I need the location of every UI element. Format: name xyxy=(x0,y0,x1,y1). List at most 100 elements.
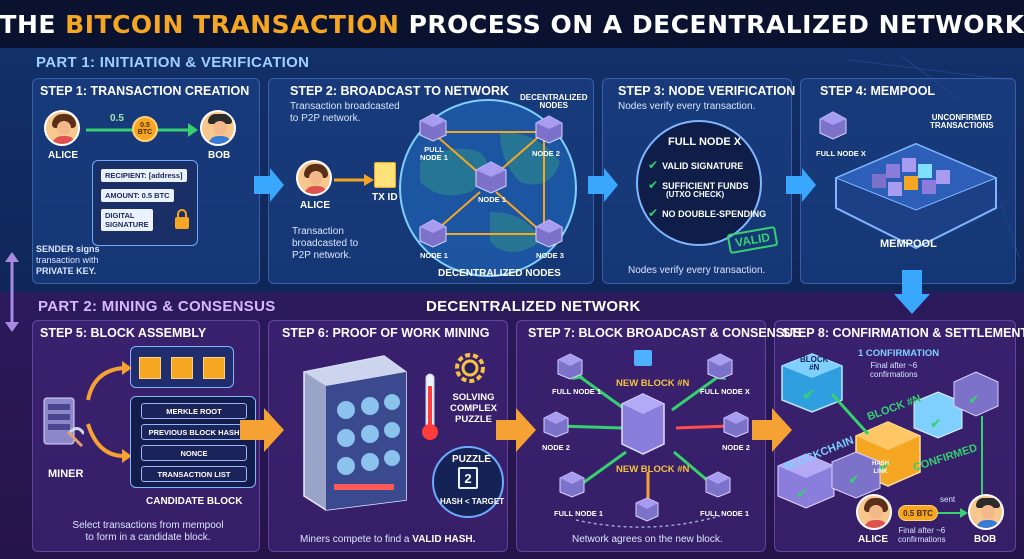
step5-title: STEP 5: BLOCK ASSEMBLY xyxy=(40,326,207,340)
arrow-step3-to-4 xyxy=(786,168,816,202)
arrow-step7-to-8 xyxy=(752,408,792,452)
alice-label: ALICE xyxy=(48,150,78,161)
transaction-list-field: TRANSACTION LIST xyxy=(141,466,247,482)
arrow-step4-to-8 xyxy=(894,270,930,314)
step6-caption: Miners compete to find a VALID HASH. xyxy=(300,534,476,545)
bob-label: BOB xyxy=(208,150,231,161)
alice-avatar xyxy=(44,110,80,146)
full-node1-bl-label: FULL NODE 1 xyxy=(554,509,604,518)
thermometer-icon xyxy=(422,373,438,440)
arrow-step5-to-6 xyxy=(240,408,284,452)
full-node-x-label: FULL NODE X xyxy=(668,136,742,148)
lock-icon xyxy=(175,209,189,229)
miner-server-icon xyxy=(43,397,84,448)
full-node-checklist xyxy=(636,120,762,246)
step3-caption-top: Nodes verify every transaction. xyxy=(618,101,756,112)
tx-document-icon xyxy=(374,162,396,188)
decentralized-nodes-bottom-label: DECENTRALIZED NODES xyxy=(438,268,561,279)
check-no-double-spending: ✔NO DOUBLE-SPENDING xyxy=(648,206,767,220)
hash-target-label: HASH < TARGET xyxy=(440,497,505,506)
new-block-server xyxy=(621,393,665,455)
miner-arrows xyxy=(86,361,132,463)
svg-text:✔: ✔ xyxy=(930,416,942,432)
pull-node-cube xyxy=(419,113,447,142)
step8-title: STEP 8: CONFIRMATION & SETTLEMENT xyxy=(782,326,1024,340)
gear-icon xyxy=(455,353,485,383)
btc-amount-pill: 0.5 BTC xyxy=(898,505,938,521)
full-nodex-cube xyxy=(707,353,733,380)
check-utxo: (UTXO CHECK) xyxy=(666,190,725,199)
new-block-top-label: NEW BLOCK #N xyxy=(616,378,690,389)
svg-text:✔: ✔ xyxy=(968,392,980,408)
mining-rig-icon xyxy=(303,355,407,511)
tx-box-icon xyxy=(171,357,193,379)
full-node1-cube xyxy=(557,353,583,380)
alice-avatar-step8 xyxy=(856,494,892,530)
step3-title: STEP 3: NODE VERIFICATION xyxy=(618,84,796,98)
node2-left-cube xyxy=(543,411,569,438)
selected-transactions xyxy=(130,346,234,388)
center-node-cube xyxy=(475,161,507,194)
bottom-node-cube xyxy=(635,497,659,522)
new-block-bottom-label: NEW BLOCK #N xyxy=(616,464,690,475)
step3-caption-bottom: Nodes verify every transaction. xyxy=(628,265,766,276)
sent-label: sent xyxy=(940,495,956,504)
puzzle-label: PUZZLE xyxy=(452,454,491,465)
node1-cube xyxy=(419,219,447,248)
amount-field: AMOUNT: 0.5 BTC xyxy=(101,189,174,202)
candidate-block-label: CANDIDATE BLOCK xyxy=(146,496,243,507)
full-node1-br-label: FULL NODE 1 xyxy=(700,509,750,518)
step4-full-node-label: FULL NODE X xyxy=(816,149,866,158)
check-valid-signature: ✔VALID SIGNATURE xyxy=(648,158,744,172)
mempool-pool xyxy=(834,142,998,250)
recipient-field: RECIPIENT: [address] xyxy=(101,169,187,182)
new-block-icon xyxy=(634,350,652,366)
svg-text:✔: ✔ xyxy=(796,486,808,502)
puzzle-circle xyxy=(432,446,504,518)
block-n-tag: BLOCK#N xyxy=(800,355,829,372)
miner-label: MINER xyxy=(48,468,84,480)
bob-label-step8: BOB xyxy=(974,534,997,545)
full-node1-br-cube xyxy=(705,471,731,498)
alice-label-step8: ALICE xyxy=(858,534,888,545)
candidate-block: MERKLE ROOT PREVIOUS BLOCK HASH NONCE TR… xyxy=(130,396,256,488)
blockchain-chain: ✔ ✔ ✔ ✔ ✔ ✔ xyxy=(777,353,999,510)
step4-title: STEP 4: MEMPOOL xyxy=(820,84,936,98)
node3-label: NODE 3 xyxy=(536,251,564,260)
center-node-label: NODE 1 xyxy=(478,195,506,204)
node2-right-cube xyxy=(723,411,749,438)
node2-left-label: NODE 2 xyxy=(542,443,570,452)
node1-label: NODE 1 xyxy=(420,251,448,260)
bob-avatar-step8 xyxy=(968,494,1004,530)
puzzle-number: 2 xyxy=(458,467,478,489)
full-node1-bl-cube xyxy=(559,471,585,498)
node2-cube xyxy=(535,115,563,144)
arrow-step2-to-3 xyxy=(588,168,618,202)
send-arrow xyxy=(938,508,968,518)
step6-title: STEP 6: PROOF OF WORK MINING xyxy=(282,326,490,340)
mempool-label: MEMPOOL xyxy=(880,238,937,250)
part-transition-arrow xyxy=(5,252,19,332)
btc-coin-icon: 0.5 BTC xyxy=(132,116,158,142)
node2-right-label: NODE 2 xyxy=(722,443,750,452)
tx-box-icon xyxy=(139,357,161,379)
bob-avatar xyxy=(200,110,236,146)
check-icon: ✔ xyxy=(648,158,659,172)
arrow-step6-to-7 xyxy=(496,408,536,452)
part2-label: PART 2: MINING & CONSENSUS xyxy=(38,298,276,315)
svg-text:✔: ✔ xyxy=(878,457,891,476)
arrow-step1-to-2 xyxy=(254,168,284,202)
merkle-root-field: MERKLE ROOT xyxy=(141,403,247,419)
check-icon: ✔ xyxy=(648,178,659,192)
alice-label-step2: ALICE xyxy=(300,200,330,211)
step7-title: STEP 7: BLOCK BROADCAST & CONSENSUS xyxy=(528,326,802,340)
